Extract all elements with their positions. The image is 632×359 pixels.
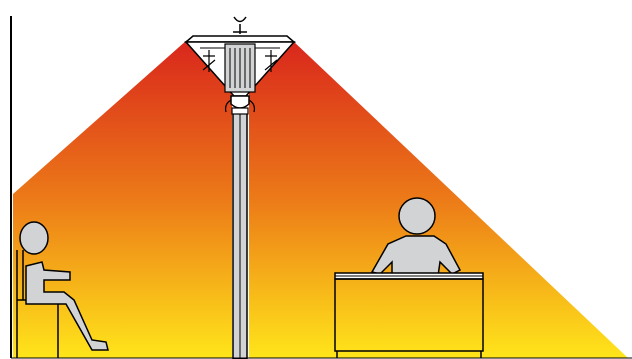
- heat-cone-left: [13, 40, 232, 358]
- heat-cone-right: [249, 40, 628, 358]
- person-at-desk-icon: [334, 197, 484, 358]
- seated-person-icon: [16, 221, 109, 358]
- heater-lamp-icon: [183, 16, 297, 115]
